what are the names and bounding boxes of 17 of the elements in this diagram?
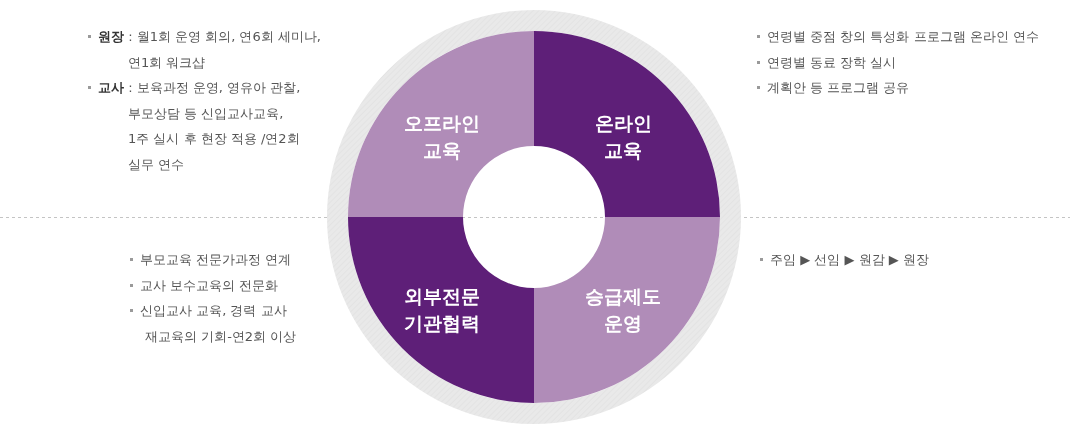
bullet-text: 주임 ▶ 선임 ▶ 원감 ▶ 원장 xyxy=(770,251,929,269)
bullet-text: 계획안 등 프로그램 공유 xyxy=(767,79,910,97)
bullet-text: 부모교육 전문가과정 연계 xyxy=(140,251,292,269)
segment-label: 오프라인 교육 xyxy=(403,111,481,163)
bullet-text: 교사 : 보육과정 운영, 영유아 관찰, 부모상담 등 신입교사교육, 1주 실시 후 현장 적용 /연2회 실무 연수 xyxy=(98,79,302,174)
bullet-text: 연령별 동료 장학 실시 xyxy=(767,53,897,72)
bullet-text: 교사 보수교육의 전문화 xyxy=(140,276,279,295)
quarter-ring-segment xyxy=(348,217,534,403)
segment-label: 승급제도 운영 xyxy=(584,284,662,336)
quarter-ring-segment xyxy=(348,31,534,217)
segment-label: 온라인 교육 xyxy=(593,111,653,163)
segment-label: 외부전문 기관협력 xyxy=(403,284,481,336)
quarter-ring-segment xyxy=(534,31,720,217)
bullet-text: 신입교사 교육, 경력 교사 재교육의 기회-연2회 이상 xyxy=(140,302,298,346)
quarter-ring-segment xyxy=(534,217,720,403)
bullet-text: 원장 : 월1회 운영 회의, 연6회 세미나, 연1회 워크샵 xyxy=(98,28,322,72)
bullet-text: 연령별 중점 창의 특성화 프로그램 온라인 연수 xyxy=(767,28,1039,46)
